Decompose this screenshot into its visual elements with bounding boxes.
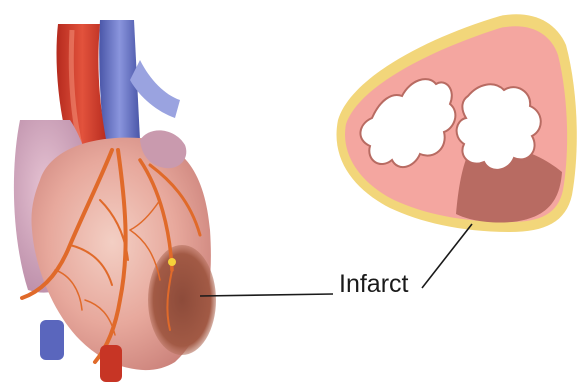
- inferior-vena-cava: [40, 320, 64, 360]
- leader-line-cross-section: [422, 224, 472, 288]
- occlusion-point: [168, 258, 176, 266]
- heart-illustration-icon: [14, 20, 216, 382]
- heart-infarct-region: [148, 245, 216, 355]
- heart-cross-section-icon: [337, 14, 577, 232]
- descending-aorta: [100, 345, 122, 382]
- infarct-label: Infarct: [339, 272, 408, 297]
- ventricle-cavity-right: [457, 84, 541, 170]
- leader-line-heart: [200, 294, 333, 296]
